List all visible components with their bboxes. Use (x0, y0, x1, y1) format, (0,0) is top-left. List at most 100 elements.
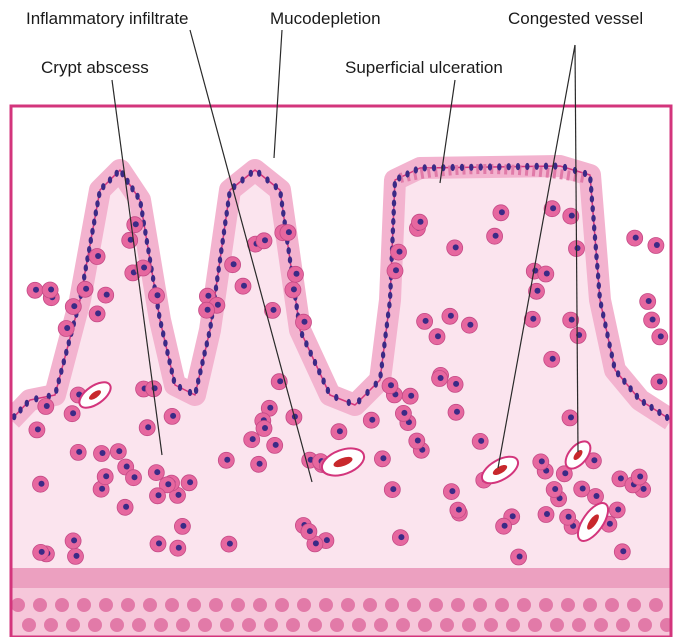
epithelial-nucleus (240, 176, 244, 183)
inflammatory-cell (65, 533, 81, 549)
epithelial-nucleus (357, 397, 361, 404)
epithelial-nucleus (616, 370, 620, 377)
epithelial-nucleus (388, 292, 392, 299)
epithelial-nucleus (161, 330, 165, 337)
inflammatory-cell (126, 470, 142, 486)
inflammatory-cell (98, 287, 114, 303)
inflammatory-cell (447, 240, 463, 256)
inflammatory-cell (150, 536, 166, 552)
epithelial-nucleus (392, 209, 396, 216)
epithelial-nucleus (317, 368, 321, 375)
epithelial-nucleus (589, 186, 593, 193)
epithelial-nucleus (214, 284, 218, 291)
epithelial-nucleus (583, 170, 587, 177)
epithelial-nucleus (588, 176, 592, 183)
inflammatory-cell (280, 225, 296, 241)
inflammatory-cell (363, 412, 379, 428)
inflammatory-cell (384, 482, 400, 498)
inflammatory-cell (256, 421, 272, 437)
inflammatory-cell (412, 214, 428, 230)
inflammatory-cell (110, 444, 126, 460)
epithelial-nucleus (34, 395, 38, 402)
inflammatory-cell (448, 404, 464, 420)
epithelial-nucleus (167, 358, 171, 365)
epithelial-nucleus (649, 404, 653, 411)
inflammatory-cell (395, 405, 411, 421)
submucosal-cell (209, 598, 223, 612)
epithelial-nucleus (64, 349, 68, 356)
inflammatory-cell (546, 482, 562, 498)
epithelial-nucleus (140, 210, 144, 217)
epithelial-nucleus (92, 219, 96, 226)
epithelial-nucleus (94, 209, 98, 216)
muscularis-mucosae (11, 568, 671, 588)
epithelial-nucleus (300, 331, 304, 338)
inflammatory-cell (148, 465, 164, 481)
inflammatory-cell (402, 388, 418, 404)
inflammatory-cell (450, 502, 466, 518)
epithelial-nucleus (170, 368, 174, 375)
epithelial-nucleus (347, 399, 351, 406)
submucosal-cell (220, 618, 234, 632)
epithelial-nucleus (405, 170, 409, 177)
inflammatory-cell (218, 452, 234, 468)
epithelial-nucleus (223, 219, 227, 226)
submucosal-cell (363, 598, 377, 612)
epithelial-nucleus (217, 266, 221, 273)
epithelial-nucleus (225, 210, 229, 217)
inflammatory-cell (524, 311, 540, 327)
inflammatory-cell (89, 249, 105, 265)
label-crypt-abscess: Crypt abscess (41, 58, 149, 78)
epithelial-nucleus (12, 413, 16, 420)
inflammatory-cell (382, 378, 398, 394)
submucosal-cell (418, 618, 432, 632)
epithelial-nucleus (54, 387, 58, 394)
inflammatory-cell (487, 228, 503, 244)
inflammatory-cell (374, 451, 390, 467)
epithelial-nucleus (612, 361, 616, 368)
inflammatory-cell (296, 314, 312, 330)
inflammatory-cell (221, 536, 237, 552)
epithelial-nucleus (25, 400, 29, 407)
submucosal-cell (198, 618, 212, 632)
inflammatory-cell (181, 475, 197, 491)
epithelial-nucleus (544, 163, 548, 170)
epithelial-nucleus (642, 399, 646, 406)
inflammatory-cell (640, 294, 656, 310)
inflammatory-cell (442, 308, 458, 324)
epithelial-nucleus (622, 378, 626, 385)
inflammatory-cell (461, 317, 477, 333)
epithelial-nucleus (146, 247, 150, 254)
inflammatory-cell (588, 489, 604, 505)
epithelial-nucleus (497, 163, 501, 170)
label-superficial-ulceration: Superficial ulceration (345, 58, 503, 78)
epithelial-nucleus (59, 368, 63, 375)
submucosal-cell (616, 618, 630, 632)
epithelial-nucleus (591, 215, 595, 222)
epithelial-nucleus (388, 283, 392, 290)
inflammatory-cell (417, 313, 433, 329)
submucosal-cell (396, 618, 410, 632)
submucosal-cell (407, 598, 421, 612)
inflammatory-cell (631, 469, 647, 485)
epithelial-nucleus (215, 275, 219, 282)
epithelial-nucleus (383, 331, 387, 338)
inflammatory-cell (122, 232, 138, 248)
epithelial-nucleus (326, 387, 330, 394)
epithelial-nucleus (18, 406, 22, 413)
inflammatory-cell (267, 437, 283, 453)
inflammatory-cell (533, 454, 549, 470)
inflammatory-cell (392, 530, 408, 546)
epithelial-nucleus (392, 190, 396, 197)
inflammatory-cell (199, 302, 215, 318)
inflammatory-cell (65, 299, 81, 315)
epithelial-nucleus (610, 351, 614, 358)
epithelial-nucleus (280, 200, 284, 207)
epithelial-nucleus (596, 272, 600, 279)
epithelial-nucleus (219, 247, 223, 254)
epithelial-nucleus (115, 170, 119, 177)
epithelial-nucleus (380, 361, 384, 368)
epithelial-nucleus (198, 368, 202, 375)
submucosal-cell (154, 618, 168, 632)
epithelial-nucleus (281, 210, 285, 217)
